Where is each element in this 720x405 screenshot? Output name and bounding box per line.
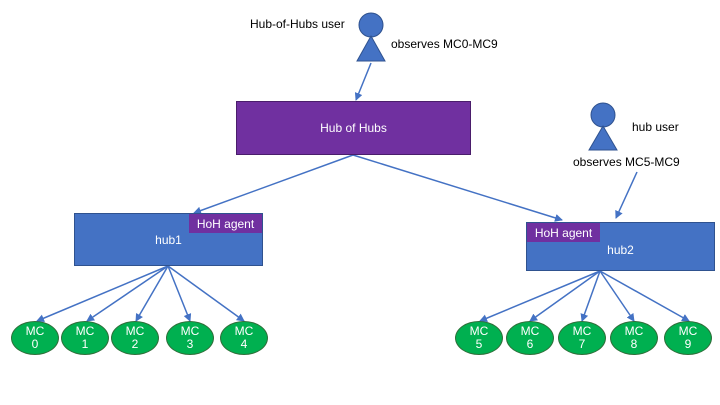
hub-of-hubs-label: Hub of Hubs (320, 121, 387, 135)
hub2-agent-badge: HoH agent (527, 223, 600, 242)
hub1-agent-label: HoH agent (196, 216, 255, 231)
hoh-user-observes: observes MC0-MC9 (391, 37, 498, 51)
hub-user-observes: observes MC5-MC9 (573, 155, 680, 169)
hoh-user-icon (356, 12, 386, 62)
hub-user-arrow (615, 171, 638, 219)
hub2-cluster-arrows (479, 270, 690, 322)
hub1-label: hub1 (155, 232, 182, 247)
hub2-label: hub2 (607, 242, 634, 257)
hoh-user-name: Hub-of-Hubs user (250, 17, 345, 31)
hub1-cluster-arrows (36, 265, 245, 322)
hoh-to-hub1-arrow (193, 154, 354, 215)
hub-of-hubs-box: Hub of Hubs (236, 101, 471, 155)
hub2-agent-label: HoH agent (534, 225, 593, 240)
hoh-user-arrow (354, 62, 372, 101)
hub1-agent-badge: HoH agent (189, 214, 262, 233)
hub-user-name: hub user (632, 120, 679, 134)
hoh-to-hub2-arrow (352, 154, 563, 222)
hub-user-icon (588, 102, 618, 151)
